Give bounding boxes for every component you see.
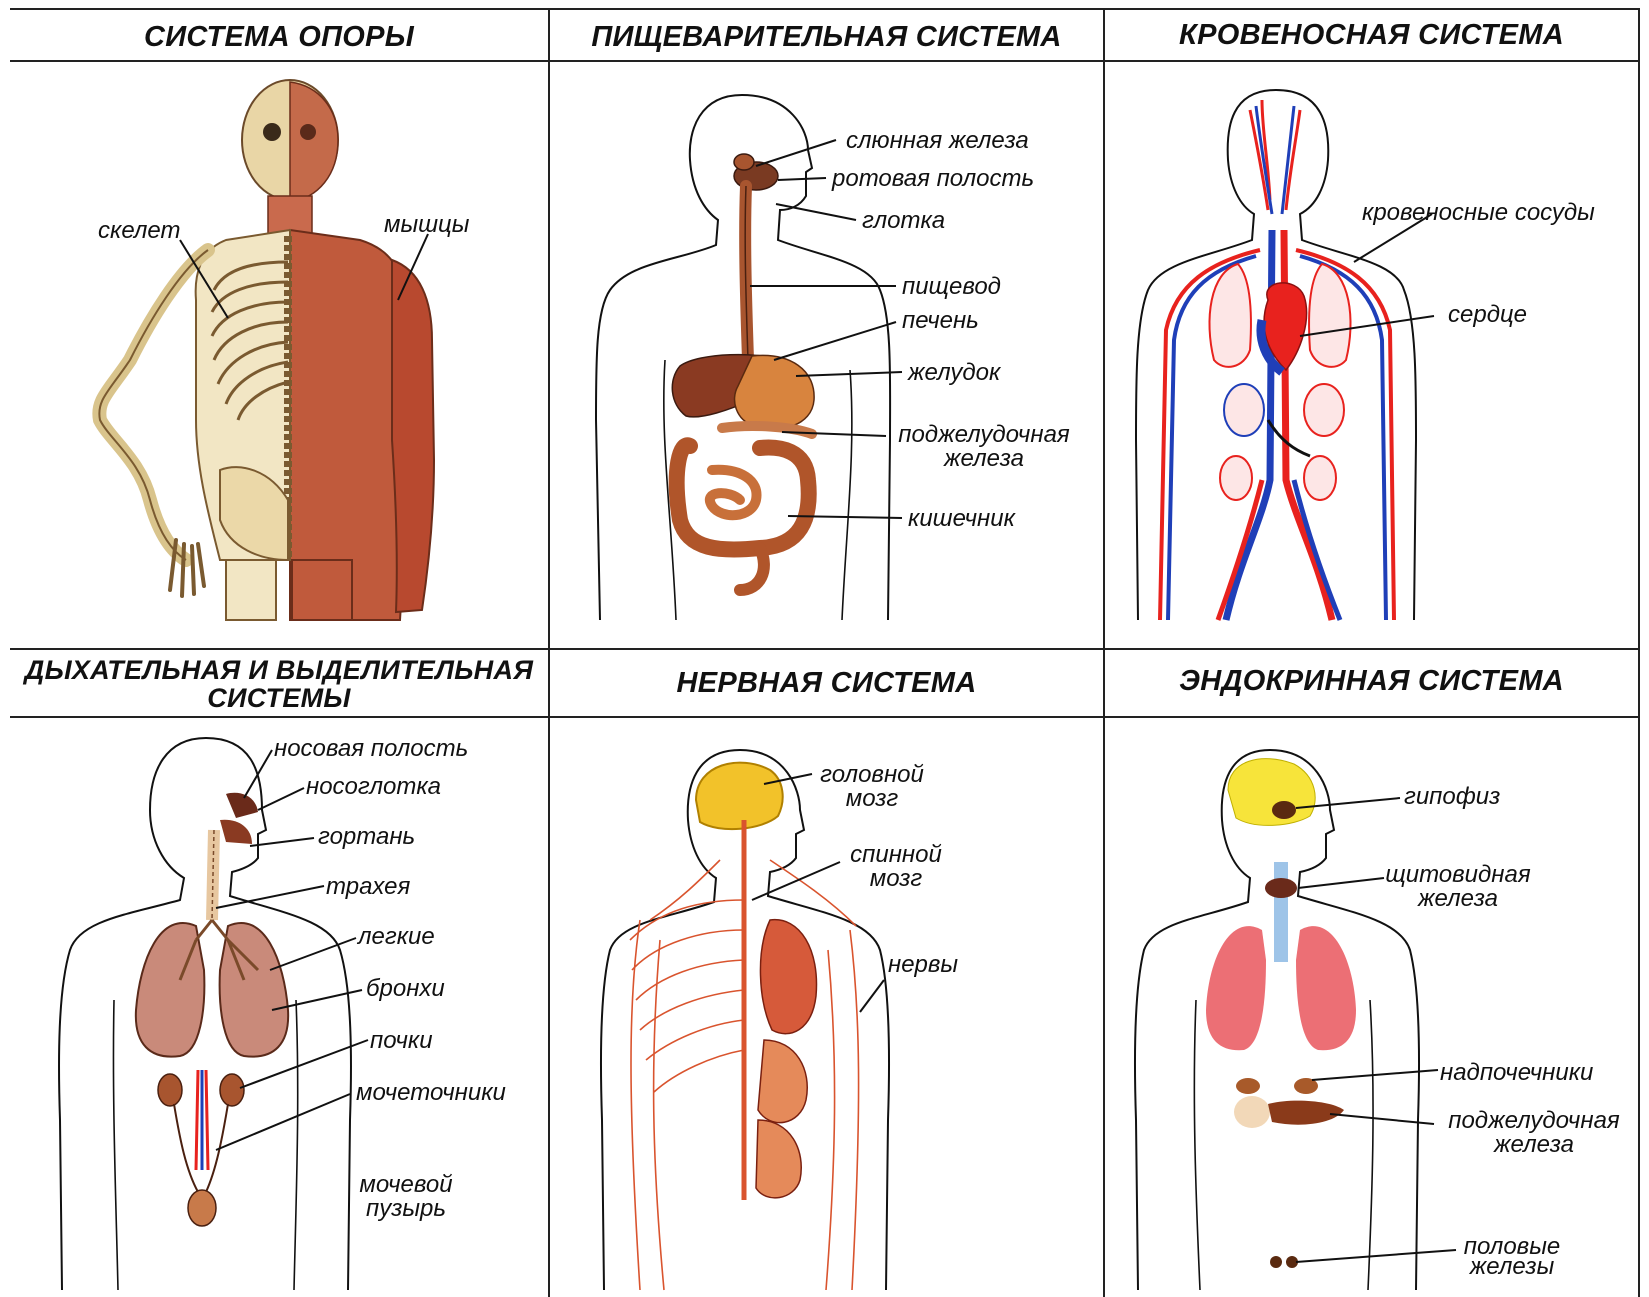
label-salivary-gland: слюнная железа: [846, 128, 1029, 153]
label-gonads-line2: железы: [1456, 1254, 1568, 1279]
label-ureters: мочеточники: [356, 1080, 506, 1105]
label-trachea: трахея: [326, 874, 410, 899]
label-brain-line2: мозг: [814, 786, 930, 811]
label-muscles: мышцы: [384, 212, 469, 237]
label-skeleton: скелет: [98, 218, 181, 243]
muscle-arm: [392, 260, 434, 612]
label-lungs: легкие: [358, 924, 435, 949]
muscle-face: [290, 82, 338, 202]
body-outline-endocrine: [1135, 750, 1419, 1290]
label-larynx: гортань: [318, 824, 415, 849]
label-endocrine-pancreas-line1: поджелудочная: [1436, 1108, 1632, 1133]
label-spinal-cord-line1: спинной: [838, 842, 954, 867]
panel-nervous-figure: [601, 750, 889, 1290]
label-stomach: желудок: [908, 360, 1000, 385]
label-endocrine-pancreas-line2: железа: [1436, 1132, 1632, 1157]
label-nasopharynx: носоглотка: [306, 774, 441, 799]
label-blood-vessels: кровеносные сосуды: [1362, 200, 1595, 225]
label-bladder-line2: пузырь: [350, 1196, 462, 1221]
panel-endocrine-figure: [1135, 750, 1456, 1290]
label-pancreas-line1: поджелудочная: [886, 422, 1082, 447]
panel-respiratory-figure: [59, 738, 368, 1290]
label-bronchi: бронхи: [366, 976, 445, 1001]
label-pancreas-line2: железа: [886, 446, 1082, 471]
label-bladder-line1: мочевой: [350, 1172, 462, 1197]
label-thyroid-line1: щитовидная: [1378, 862, 1538, 887]
panel-circulatory-figure: [1136, 90, 1434, 620]
thyroid: [1265, 878, 1297, 898]
brain: [696, 763, 783, 829]
label-kidneys: почки: [370, 1028, 433, 1053]
stomach: [735, 355, 815, 429]
label-pituitary: гипофиз: [1404, 784, 1500, 809]
label-thyroid-line2: железа: [1378, 886, 1538, 911]
endocrine-brain: [1228, 759, 1315, 826]
label-intestine: кишечник: [908, 506, 1015, 531]
label-nerves: нервы: [888, 952, 958, 977]
label-adrenal-glands: надпочечники: [1440, 1060, 1593, 1085]
label-brain-line1: головной: [814, 762, 930, 787]
panel-support-figure: [99, 80, 434, 620]
label-pharynx: глотка: [862, 208, 945, 233]
label-nasal-cavity: носовая полость: [274, 736, 468, 761]
label-heart: сердце: [1448, 302, 1527, 327]
label-esophagus: пищевод: [902, 274, 1001, 299]
label-liver: печень: [902, 308, 979, 333]
pituitary: [1272, 801, 1296, 819]
label-mouth-cavity: ротовая полость: [832, 166, 1034, 191]
label-spinal-cord-line2: мозг: [838, 866, 954, 891]
